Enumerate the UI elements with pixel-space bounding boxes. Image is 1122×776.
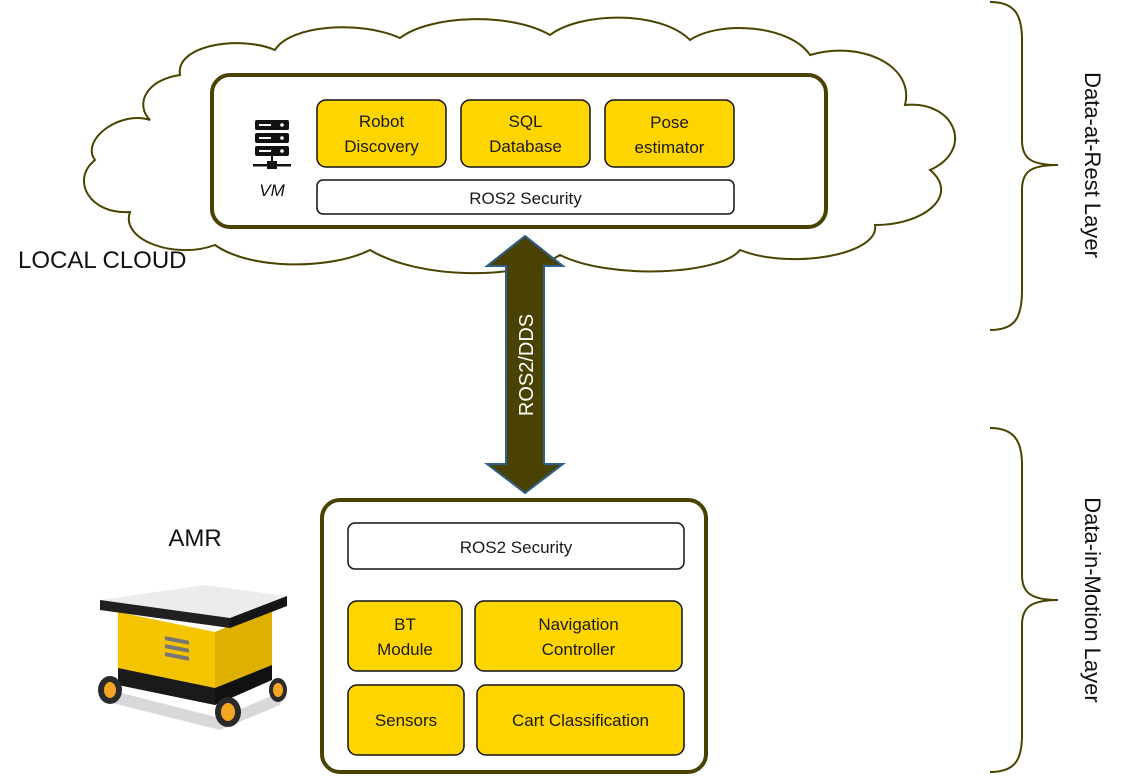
local-cloud-label: LOCAL CLOUD [18,247,187,274]
robot-discovery-line1: Robot [359,112,405,131]
cloud-ros2-security: ROS2 Security [316,179,735,215]
sql-database-line2: Database [489,137,562,156]
navigation-controller-line2: Controller [542,640,616,659]
data-in-motion-brace [989,427,1059,773]
bt-module-line1: BT [394,615,416,634]
ros2-dds-arrow: ROS2/DDS [484,234,566,495]
cart-classification-label: Cart Classification [512,711,649,730]
amr-ros2-security-label: ROS2 Security [460,538,573,557]
bt-module: BT Module [347,600,463,672]
amr-label: AMR [168,525,221,552]
data-at-rest-brace [989,1,1059,331]
robot-discovery-module: Robot Discovery [316,99,447,168]
navigation-controller-line1: Navigation [538,615,618,634]
cloud-ros2-security-label: ROS2 Security [469,189,582,208]
pose-estimator-line2: estimator [635,138,705,157]
sensors-label: Sensors [375,711,437,730]
ros2-dds-label: ROS2/DDS [516,314,538,416]
amr-robot-icon [98,585,287,730]
sql-database-line1: SQL [508,112,542,131]
navigation-controller-module: Navigation Controller [474,600,683,672]
pose-estimator-line1: Pose [650,113,689,132]
sensors-module: Sensors [347,684,465,756]
data-at-rest-label: Data-at-Rest Layer [1080,72,1105,258]
robot-discovery-line2: Discovery [344,137,419,156]
vm-label: VM [259,181,285,200]
amr-ros2-security: ROS2 Security [347,522,685,570]
cart-classification-module: Cart Classification [476,684,685,756]
pose-estimator-module: Pose estimator [604,99,735,168]
data-in-motion-label: Data-in-Motion Layer [1080,497,1105,702]
sql-database-module: SQL Database [460,99,591,168]
bt-module-line2: Module [377,640,433,659]
server-rack-icon [253,120,291,169]
